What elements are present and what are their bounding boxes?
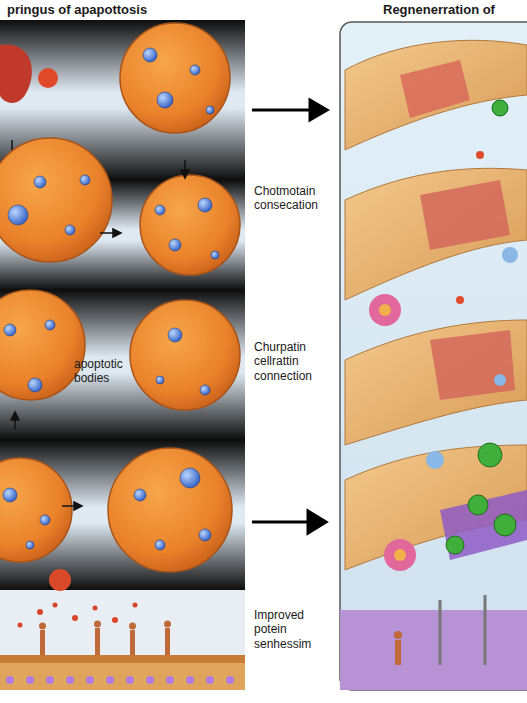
panel-title: Regnenerration of: [380, 2, 498, 18]
panel-title: pringus of apapottosis: [4, 2, 150, 18]
annotation-label: apoptotic bodies: [74, 357, 144, 386]
annotation-label: Churpatin cellrattin connection: [254, 340, 338, 383]
annotation-label: Chotmotain consecation: [254, 184, 338, 213]
annotation-label: Improved potein senhessim: [254, 608, 338, 651]
